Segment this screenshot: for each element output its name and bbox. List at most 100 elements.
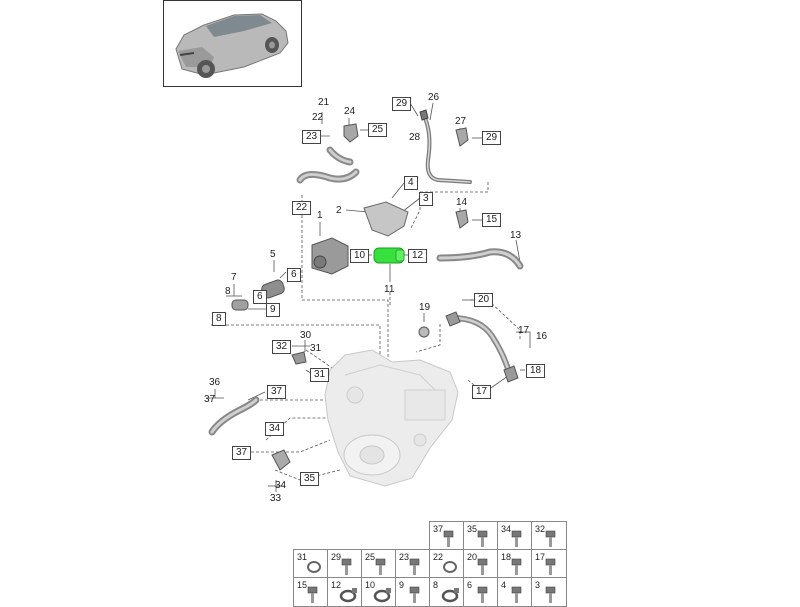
part-label-34-b: 34 (275, 480, 287, 491)
part-box-4[interactable]: 4 (404, 176, 418, 190)
bolt-icon (477, 586, 488, 603)
part-box-32[interactable]: 32 (272, 340, 292, 354)
bolt-icon (341, 558, 352, 575)
hardware-cell-number: 6 (467, 580, 473, 590)
part-label-1: 1 (317, 210, 323, 221)
bolt-icon (511, 586, 522, 603)
part-box-22[interactable]: 22 (292, 201, 312, 215)
hardware-cell-4[interactable]: 4 (497, 577, 533, 607)
hardware-cell-37[interactable]: 37 (429, 521, 465, 551)
part-label-21: 21 (318, 97, 330, 108)
bolt-icon (307, 586, 318, 603)
ring-icon (307, 561, 321, 573)
part-box-6-b[interactable]: 6 (253, 290, 267, 304)
hardware-cell-34[interactable]: 34 (497, 521, 533, 551)
hardware-cell-number: 31 (297, 552, 308, 562)
part-box-10[interactable]: 10 (350, 249, 370, 263)
hardware-cell-number: 10 (365, 580, 376, 590)
part-label-8-a: 8 (225, 286, 231, 297)
hardware-cell-number: 4 (501, 580, 507, 590)
part-box-37-b[interactable]: 37 (267, 385, 287, 399)
hardware-cell-9[interactable]: 9 (395, 577, 431, 607)
hardware-cell-10[interactable]: 10 (361, 577, 397, 607)
hardware-cell-23[interactable]: 23 (395, 549, 431, 579)
hardware-cell-32[interactable]: 32 (531, 521, 567, 551)
part-label-11: 11 (384, 284, 395, 295)
part-label-28: 28 (409, 132, 421, 143)
part-label-5: 5 (270, 249, 276, 260)
bolt-icon (375, 558, 386, 575)
part-box-6-a[interactable]: 6 (287, 268, 301, 282)
clamp-icon (441, 588, 459, 603)
hardware-cell-6[interactable]: 6 (463, 577, 499, 607)
part-label-19: 19 (419, 302, 431, 313)
hardware-cell-number: 8 (433, 580, 439, 590)
part-box-23[interactable]: 23 (302, 130, 322, 144)
part-box-29-a[interactable]: 29 (392, 97, 412, 111)
hardware-cell-8[interactable]: 8 (429, 577, 465, 607)
part-label-14: 14 (456, 197, 468, 208)
vehicle-thumbnail (163, 0, 302, 87)
part-box-35[interactable]: 35 (300, 472, 320, 486)
hardware-cell-35[interactable]: 35 (463, 521, 499, 551)
hardware-cell-29[interactable]: 29 (327, 549, 363, 579)
clamp-icon (339, 588, 357, 603)
bolt-icon (545, 558, 556, 575)
part-label-26: 26 (428, 92, 440, 103)
hardware-cell-number: 35 (467, 524, 478, 534)
part-box-3[interactable]: 3 (419, 192, 433, 206)
part-box-25[interactable]: 25 (368, 123, 388, 137)
hardware-cell-15[interactable]: 15 (293, 577, 329, 607)
hardware-cell-number: 32 (535, 524, 546, 534)
hardware-cell-number: 17 (535, 552, 546, 562)
part-box-8-b[interactable]: 8 (212, 312, 226, 326)
hardware-cell-number: 18 (501, 552, 512, 562)
hardware-cell-18[interactable]: 18 (497, 549, 533, 579)
highlighted-coolant-hose-part-11 (373, 247, 405, 264)
bolt-icon (409, 586, 420, 603)
part-label-7: 7 (231, 272, 237, 283)
bolt-icon (477, 558, 488, 575)
part-label-27: 27 (455, 116, 467, 127)
bolt-icon (477, 530, 488, 547)
hardware-cell-20[interactable]: 20 (463, 549, 499, 579)
hardware-cell-number: 23 (399, 552, 410, 562)
hardware-cell-number: 25 (365, 552, 376, 562)
part-label-37-a: 37 (204, 394, 216, 405)
hardware-cell-number: 12 (331, 580, 342, 590)
part-label-30: 30 (300, 330, 312, 341)
hardware-cell-12[interactable]: 12 (327, 577, 363, 607)
part-box-31[interactable]: 31 (310, 368, 330, 382)
hardware-cell-3[interactable]: 3 (531, 577, 567, 607)
part-box-17[interactable]: 17 (472, 385, 492, 399)
part-box-15[interactable]: 15 (482, 213, 502, 227)
part-box-12[interactable]: 12 (408, 249, 428, 263)
bolt-icon (511, 558, 522, 575)
coolant-pipes (208, 116, 524, 436)
part-box-9[interactable]: 9 (266, 303, 280, 317)
hardware-cell-number: 29 (331, 552, 342, 562)
part-label-13: 13 (510, 230, 522, 241)
part-label-17-a: 17 (518, 325, 530, 336)
part-box-37-c[interactable]: 37 (232, 446, 252, 460)
hardware-cell-22[interactable]: 22 (429, 549, 465, 579)
engine-block-illustration (324, 349, 459, 487)
hardware-cell-17[interactable]: 17 (531, 549, 567, 579)
part-box-20[interactable]: 20 (474, 293, 494, 307)
part-label-24: 24 (344, 106, 356, 117)
part-box-29-b[interactable]: 29 (482, 131, 502, 145)
bolt-icon (511, 530, 522, 547)
part-box-34[interactable]: 34 (265, 422, 285, 436)
hardware-cell-number: 37 (433, 524, 444, 534)
part-box-18[interactable]: 18 (526, 364, 546, 378)
part-label-36: 36 (209, 377, 221, 388)
hardware-cell-31[interactable]: 31 (293, 549, 329, 579)
part-label-22: 22 (312, 112, 324, 123)
part-label-33: 33 (270, 493, 282, 504)
hardware-cell-number: 9 (399, 580, 405, 590)
hardware-cell-25[interactable]: 25 (361, 549, 397, 579)
part-label-16: 16 (536, 331, 548, 342)
car-icon (175, 13, 289, 78)
part-label-31-a: 31 (310, 343, 322, 354)
bolt-icon (409, 558, 420, 575)
